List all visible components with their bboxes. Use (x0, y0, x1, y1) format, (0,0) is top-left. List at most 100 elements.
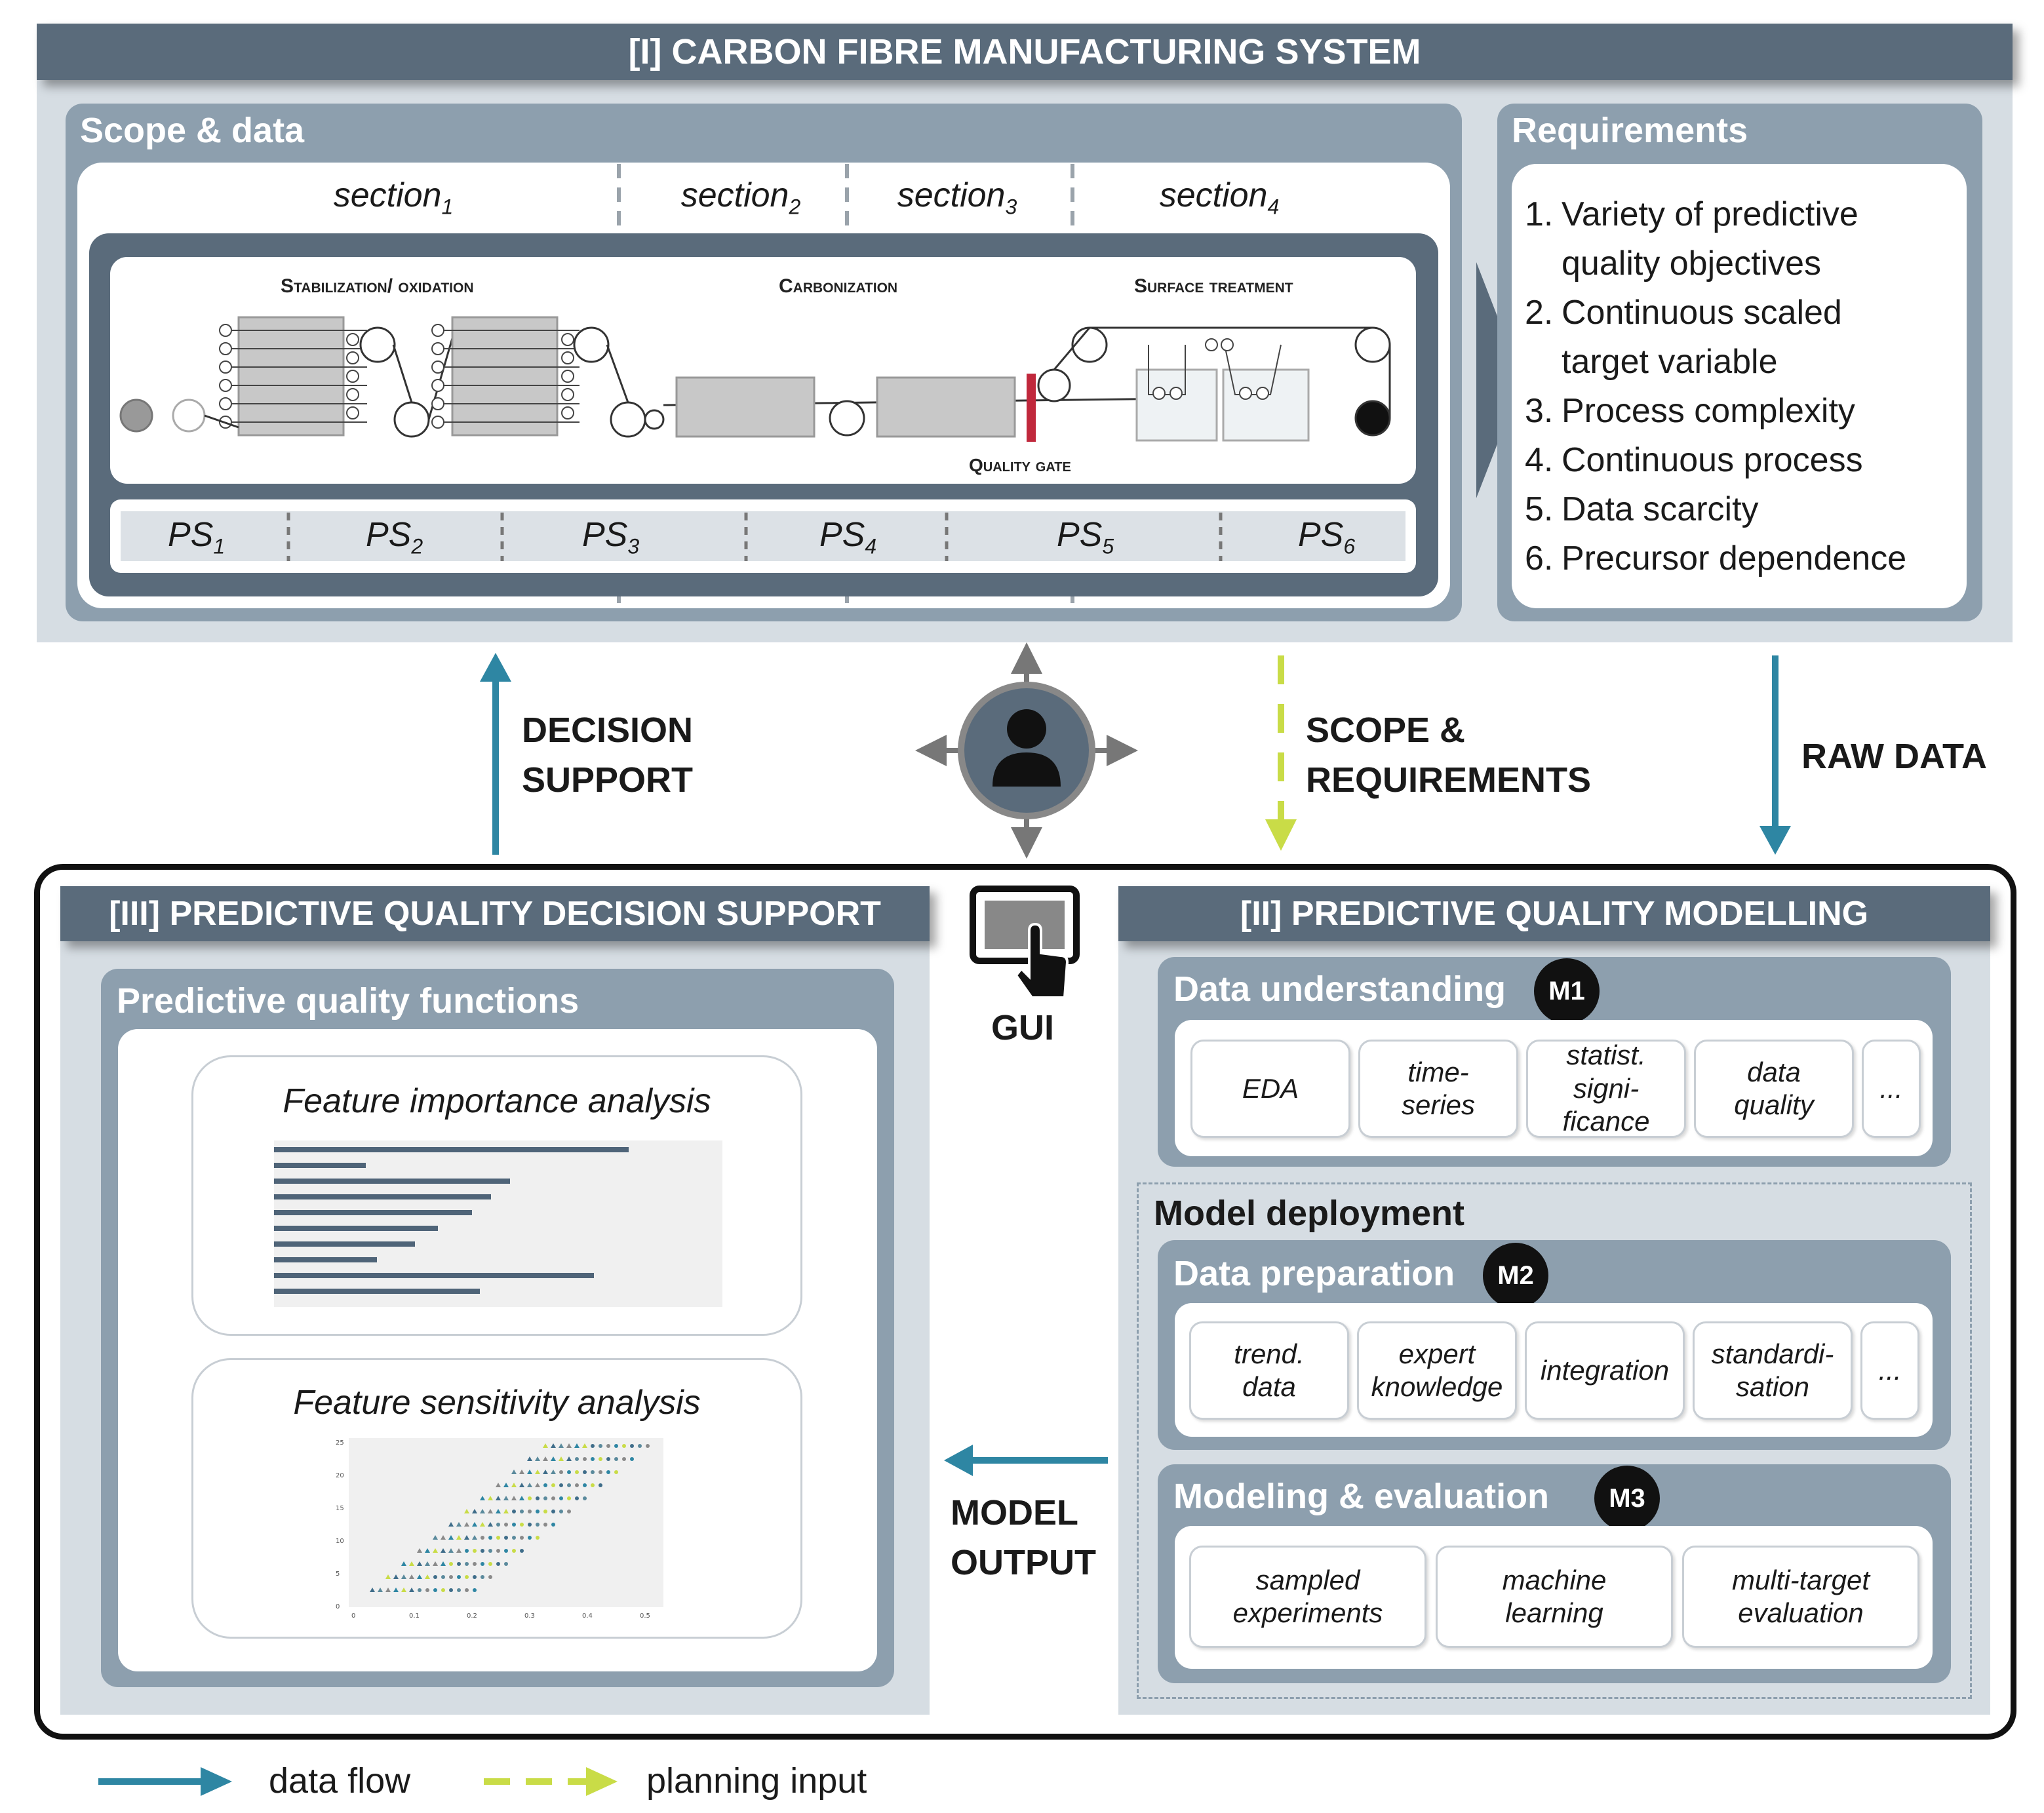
sensitivity-point (575, 1457, 579, 1461)
sensitivity-point (449, 1588, 453, 1592)
sensitivity-point (535, 1456, 540, 1461)
importance-bar (274, 1226, 438, 1231)
sensitivity-point (622, 1457, 626, 1461)
sensitivity-x-tick: 0.3 (524, 1612, 535, 1620)
sensitivity-point (599, 1483, 602, 1487)
process-step-3: PS3 (582, 516, 640, 558)
sensitivity-point (488, 1549, 492, 1553)
sensitivity-point (488, 1575, 492, 1579)
sensitivity-point (591, 1444, 595, 1448)
sensitivity-point (566, 1443, 572, 1448)
sensitivity-point (481, 1549, 484, 1553)
carbonization-label: Carbonization (779, 275, 898, 297)
sensitivity-point (481, 1562, 484, 1566)
sensitivity-y-tick: 10 (336, 1538, 344, 1545)
sensitivity-point (511, 1496, 517, 1500)
sensitivity-point (488, 1509, 493, 1513)
sensitivity-point (535, 1470, 540, 1474)
sensitivity-point (583, 1496, 587, 1500)
legend-data-flow-label: data flow (269, 1761, 411, 1801)
sensitivity-point (481, 1575, 484, 1579)
sensitivity-point (425, 1561, 430, 1566)
sensitivity-point (504, 1536, 508, 1540)
sensitivity-point (606, 1457, 610, 1461)
sensitivity-point (496, 1483, 501, 1487)
sensitivity-point (449, 1562, 453, 1566)
sensitivity-point (559, 1456, 564, 1461)
sensitivity-point (433, 1575, 437, 1579)
chip-more-m1: ... (1862, 1040, 1921, 1138)
sensitivity-point (465, 1588, 469, 1592)
sensitivity-point (433, 1588, 437, 1592)
process-step-2: PS2 (366, 516, 423, 558)
sensitivity-point (425, 1548, 430, 1553)
sensitivity-point (543, 1523, 547, 1527)
process-step-bar (121, 511, 1405, 561)
sensitivity-point (417, 1548, 422, 1553)
section-label-1: section1 (333, 176, 454, 219)
sensitivity-point (480, 1509, 485, 1513)
sensitivity-point (401, 1588, 406, 1592)
sensitivity-x-tick: 0.4 (582, 1612, 593, 1620)
sensitivity-point (401, 1561, 406, 1566)
sensitivity-point (433, 1535, 438, 1540)
sensitivity-point (520, 1536, 524, 1540)
decision-title: [III] PREDICTIVE QUALITY DECISION SUPPOR… (109, 895, 881, 933)
feature-sensitivity-title: Feature sensitivity analysis (293, 1384, 701, 1422)
surface-treatment-label: Surface treatment (1134, 275, 1293, 297)
scope-title: Scope & data (80, 111, 305, 150)
sensitivity-point (512, 1523, 516, 1527)
sensitivity-point (599, 1444, 602, 1448)
sensitivity-point (385, 1588, 391, 1592)
sensitivity-point (449, 1575, 453, 1579)
sensitivity-point (543, 1510, 547, 1513)
chip-integration: integration (1525, 1321, 1685, 1420)
sensitivity-point (425, 1574, 430, 1579)
sensitivity-point (527, 1483, 532, 1487)
sensitivity-point (473, 1588, 477, 1592)
quality-gate-label: Quality gate (969, 455, 1071, 475)
sensitivity-point (520, 1510, 524, 1513)
sensitivity-point (441, 1535, 446, 1540)
requirement-6: 6.Precursor dependence (1525, 539, 1907, 577)
sensitivity-point (378, 1588, 383, 1592)
model-deployment-title: Model deployment (1154, 1194, 1465, 1233)
section-label-3: section3 (897, 176, 1017, 219)
sensitivity-point (448, 1522, 454, 1527)
sensitivity-y-tick: 25 (336, 1439, 344, 1447)
sensitivity-point (465, 1549, 469, 1553)
sensitivity-point (543, 1443, 548, 1448)
sensitivity-point (433, 1548, 438, 1553)
section-label-4: section4 (1159, 176, 1280, 219)
sensitivity-point (646, 1444, 650, 1448)
sensitivity-point (481, 1536, 484, 1540)
data-understanding-title: Data understanding (1173, 969, 1506, 1009)
sensitivity-point (425, 1588, 429, 1592)
sensitivity-point (559, 1483, 563, 1487)
sensitivity-point (465, 1575, 469, 1579)
legend-planning-input-arrow (484, 1767, 618, 1796)
sensitivity-x-tick: 0.1 (409, 1612, 420, 1620)
sensitivity-y-tick: 0 (336, 1603, 340, 1610)
sensitivity-point (417, 1574, 422, 1579)
raw-data-label: RAW DATA (1801, 737, 1987, 776)
gui-touch-icon[interactable] (969, 885, 1080, 1003)
stabilization-label: Stabilization/ oxidation (281, 275, 474, 297)
requirement-3: 3.Process complexity (1525, 392, 1855, 430)
sensitivity-point (504, 1562, 508, 1566)
sensitivity-point (418, 1588, 422, 1592)
sensitivity-point (441, 1561, 446, 1566)
sensitivity-point (496, 1562, 500, 1566)
sensitivity-point (457, 1588, 461, 1592)
process-step-1: PS1 (168, 516, 226, 558)
sensitivity-point (536, 1496, 540, 1500)
sensitivity-point (464, 1509, 469, 1513)
sensitivity-point (536, 1523, 540, 1527)
sensitivity-point (591, 1457, 595, 1461)
sensitivity-point (496, 1509, 501, 1513)
sensitivity-point (401, 1574, 406, 1579)
